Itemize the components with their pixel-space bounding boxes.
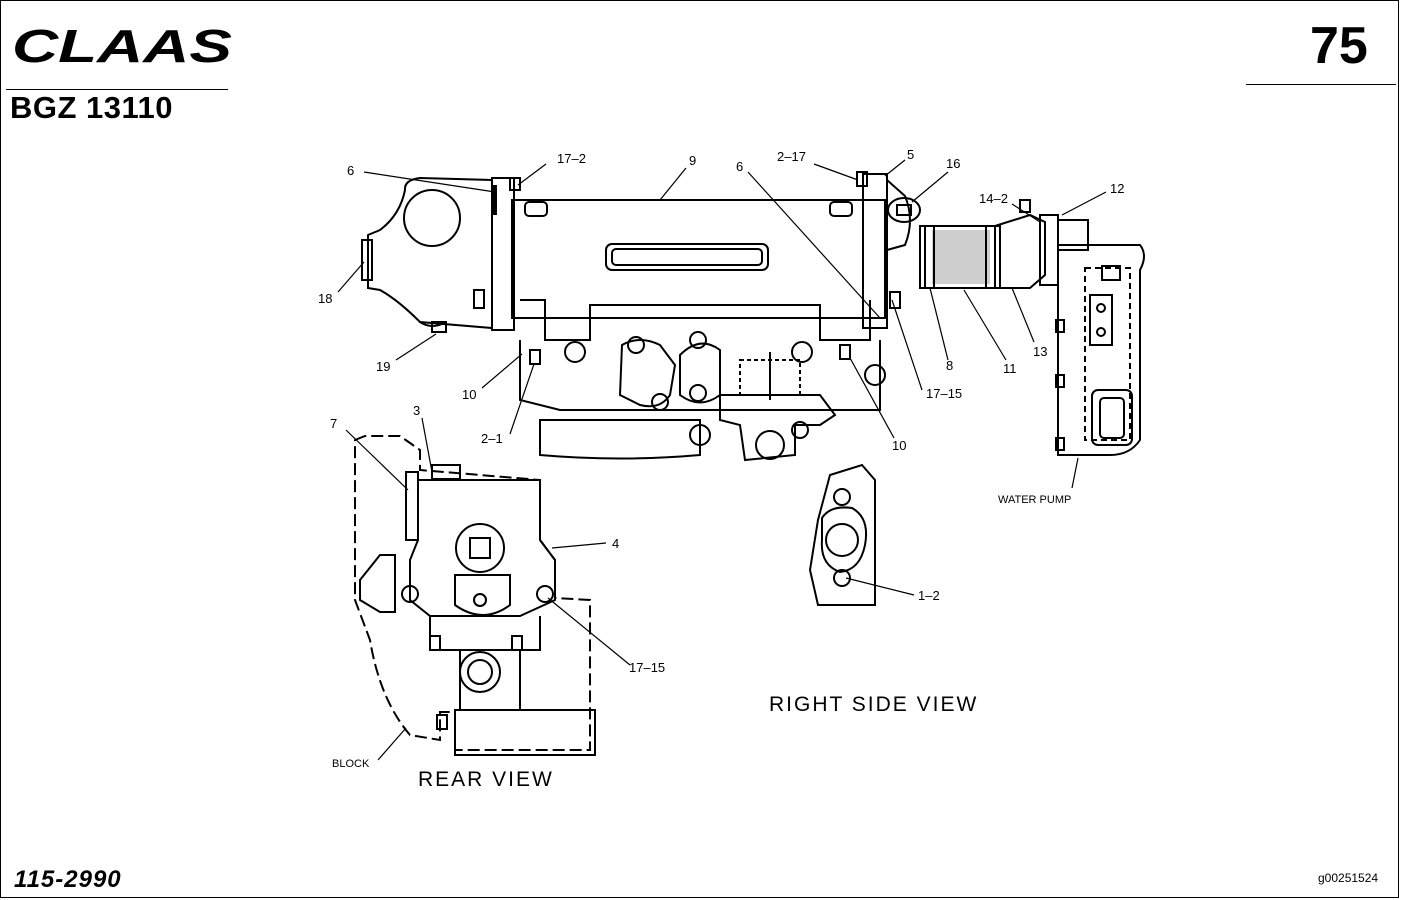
callout-17-15-bottom: 17–15 (629, 660, 665, 675)
callout-17-2: 17–2 (557, 151, 586, 166)
callout-4: 4 (612, 536, 619, 551)
image-code: g00251524 (1318, 871, 1379, 885)
header-rule-right (1246, 84, 1396, 85)
rear-housing-4 (409, 479, 556, 617)
callout-10-right: 10 (892, 438, 906, 453)
callout-9: 9 (689, 153, 696, 168)
right-side-view-drawing (361, 171, 1145, 462)
water-pump-body (1057, 244, 1145, 456)
brand-wordmark: CLAAS (12, 24, 232, 68)
callout-2-17: 2–17 (777, 149, 806, 164)
callout-13: 13 (1033, 344, 1047, 359)
left-elbow-housing (367, 176, 493, 330)
elbow-bore (403, 189, 461, 247)
oil-pan-left (539, 419, 701, 460)
callout-10-left: 10 (462, 387, 476, 402)
callout-18: 18 (318, 291, 332, 306)
cooler-body (511, 199, 886, 319)
claas-logo: CLAAS (10, 24, 234, 68)
rear-view-drawing (354, 435, 596, 756)
callout-6-left: 6 (347, 163, 354, 178)
rear-view-title: REAR VIEW (418, 768, 554, 791)
callout-5: 5 (907, 147, 914, 162)
water-pump-flange (1039, 214, 1059, 286)
callout-8: 8 (946, 358, 953, 373)
water-pump-label: WATER PUMP (998, 494, 1071, 506)
callout-16: 16 (946, 156, 960, 171)
callout-1-2: 1–2 (918, 588, 940, 603)
plug-16 (887, 197, 921, 223)
leader-lines (337, 159, 1107, 761)
block-label: BLOCK (332, 758, 370, 770)
callout-labels: 6 17–2 9 6 2–17 5 16 14–2 12 18 19 10 2–… (318, 147, 1124, 675)
part-number: 115-2990 (14, 866, 122, 893)
doc-code: BGZ 13110 (10, 90, 174, 125)
callout-3: 3 (413, 403, 420, 418)
callout-14-2: 14–2 (979, 191, 1008, 206)
header-rule-left (6, 89, 228, 90)
right-side-view-title: RIGHT SIDE VIEW (769, 693, 978, 716)
view-labels: WATER PUMP BLOCK RIGHT SIDE VIEW REAR VI… (332, 494, 1071, 791)
callout-11: 11 (1003, 361, 1017, 376)
rear-gasket-7 (405, 471, 419, 541)
page-number: 75 (1310, 17, 1368, 75)
callout-7: 7 (330, 416, 337, 431)
left-flange (491, 177, 515, 331)
callout-6-right: 6 (736, 159, 743, 174)
callout-2-1: 2–1 (481, 431, 503, 446)
callout-19: 19 (376, 359, 390, 374)
filter-mount (719, 394, 837, 462)
detail-view-1-2 (808, 463, 876, 606)
cooler-window (605, 243, 769, 271)
callout-12: 12 (1110, 181, 1124, 196)
right-flange (862, 173, 888, 329)
callout-17-15-top: 17–15 (926, 386, 962, 401)
